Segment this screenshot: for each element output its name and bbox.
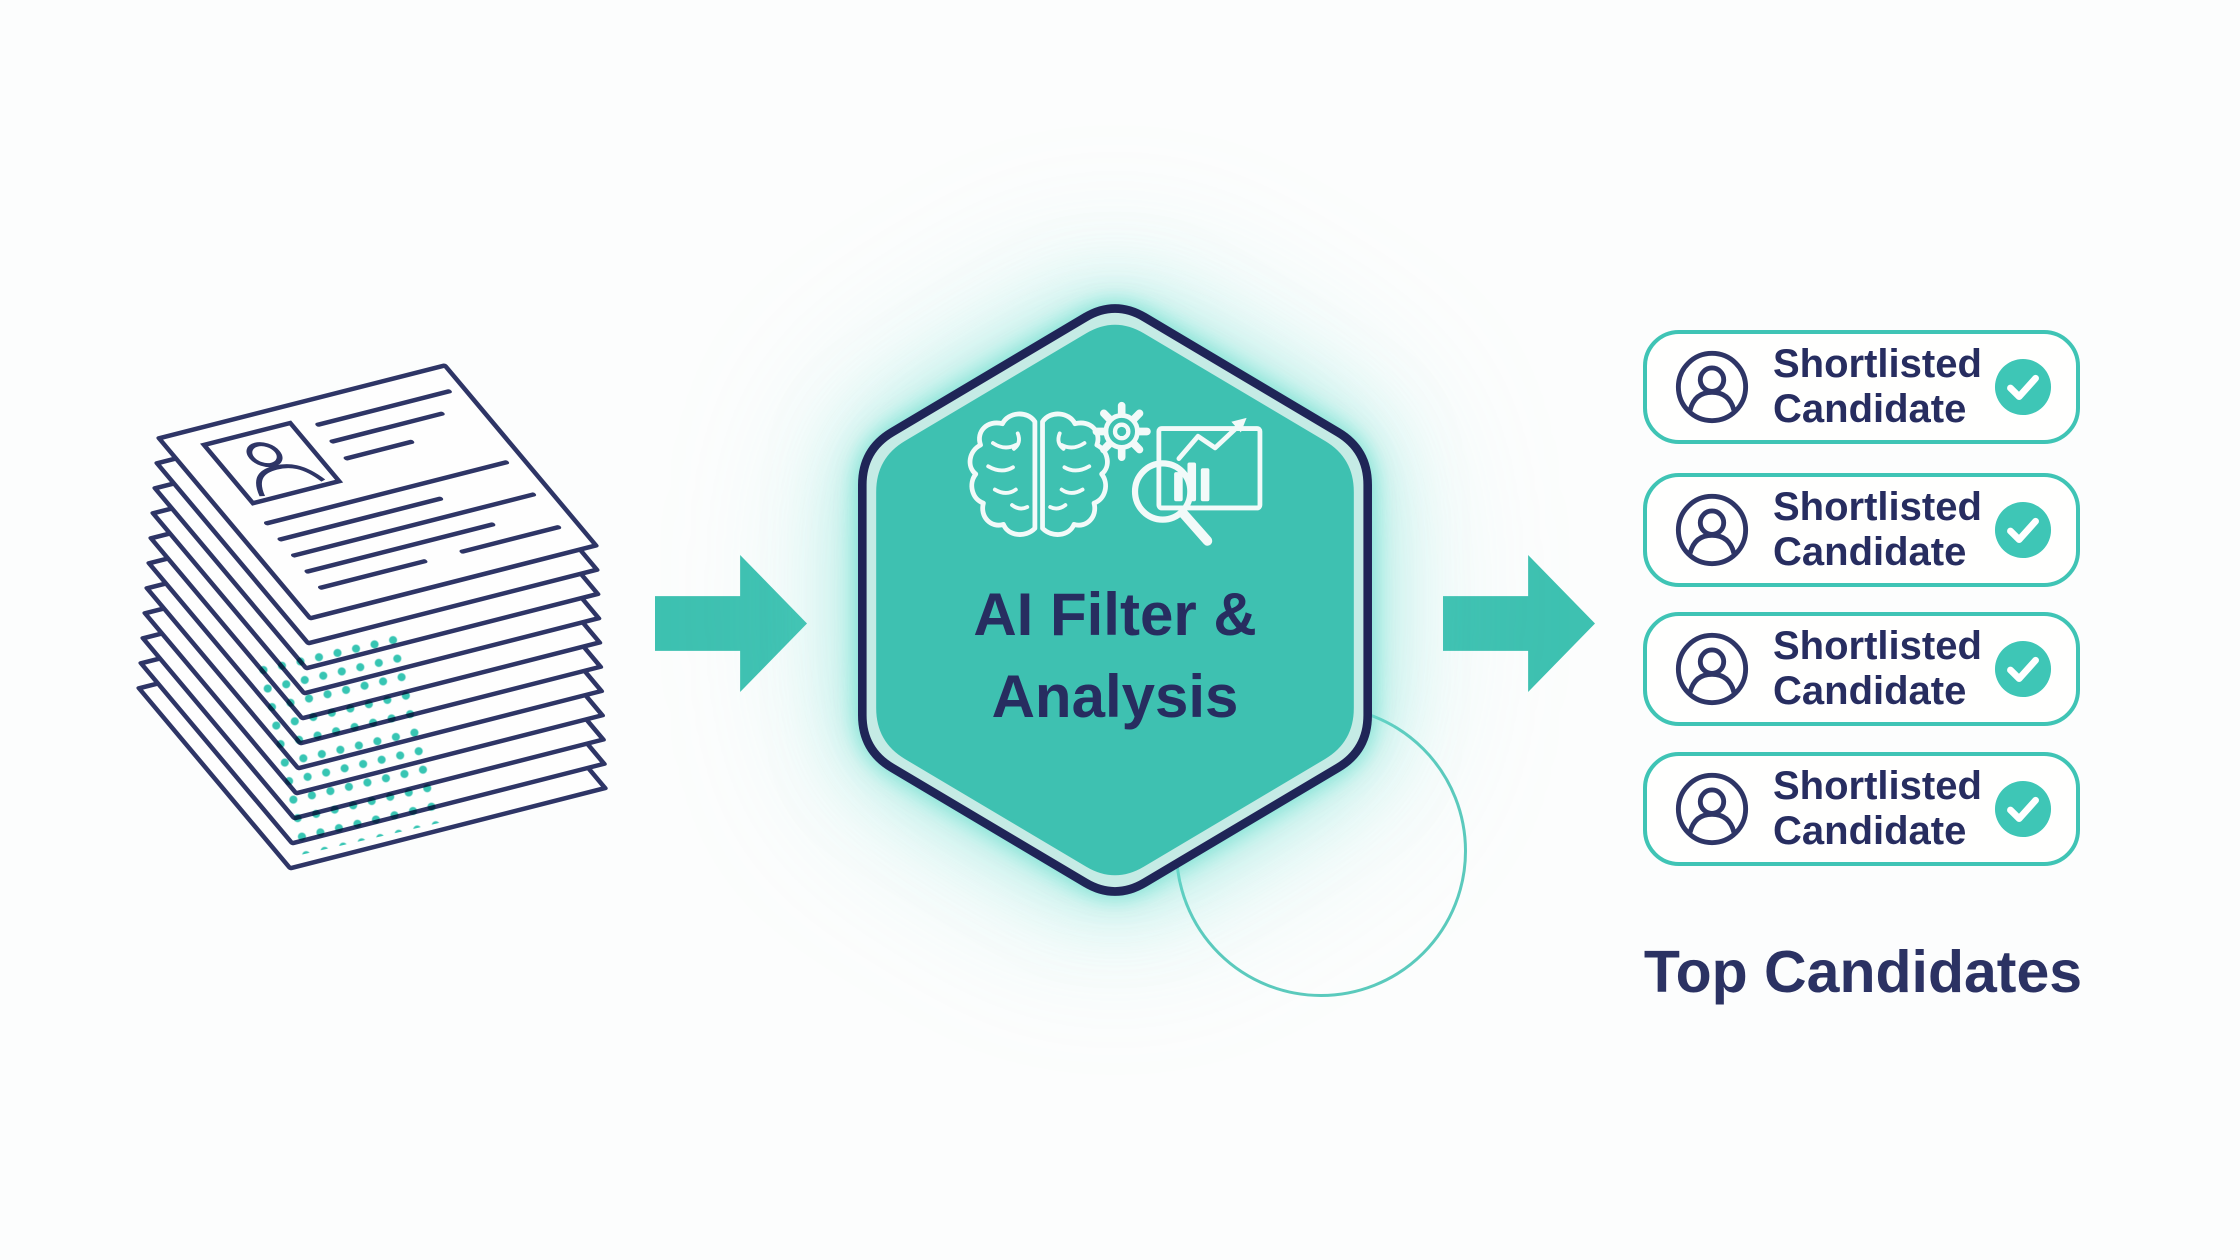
card-label: Shortlisted Candidate xyxy=(1773,485,1982,574)
person-icon xyxy=(1675,350,1749,424)
card-label: Shortlisted Candidate xyxy=(1773,764,1982,853)
candidate-card: Shortlisted Candidate xyxy=(1643,473,2080,587)
top-candidates-heading: Top Candidates xyxy=(1643,939,2083,1005)
gear-icon xyxy=(1092,401,1151,461)
person-icon xyxy=(1675,632,1749,706)
check-icon xyxy=(1994,358,2052,416)
hexagon-title: AI Filter & Analysis xyxy=(865,574,1365,738)
arrow-right-icon xyxy=(655,555,807,692)
card-label: Shortlisted Candidate xyxy=(1773,342,1982,431)
resume-text-line xyxy=(314,388,454,428)
magnifying-glass-icon xyxy=(1131,460,1213,546)
candidate-card: Shortlisted Candidate xyxy=(1643,612,2080,726)
card-label: Shortlisted Candidate xyxy=(1773,624,1982,713)
hexagon-title-line2: Analysis xyxy=(991,663,1239,730)
candidate-card: Shortlisted Candidate xyxy=(1643,752,2080,866)
check-icon xyxy=(1994,780,2052,838)
person-icon xyxy=(1675,772,1749,846)
resume-photo-frame xyxy=(200,420,344,506)
brain-icon xyxy=(967,414,1107,535)
resume-top-sheet xyxy=(155,362,601,621)
check-icon xyxy=(1994,501,2052,559)
hexagon-title-line1: AI Filter & xyxy=(973,581,1257,648)
arrow-right-icon xyxy=(1443,555,1595,692)
check-icon xyxy=(1994,640,2052,698)
person-icon xyxy=(246,442,283,468)
candidate-card: Shortlisted Candidate xyxy=(1643,330,2080,444)
process-hexagon xyxy=(848,290,1382,910)
person-icon xyxy=(1675,493,1749,567)
resume-text-line xyxy=(342,439,416,461)
